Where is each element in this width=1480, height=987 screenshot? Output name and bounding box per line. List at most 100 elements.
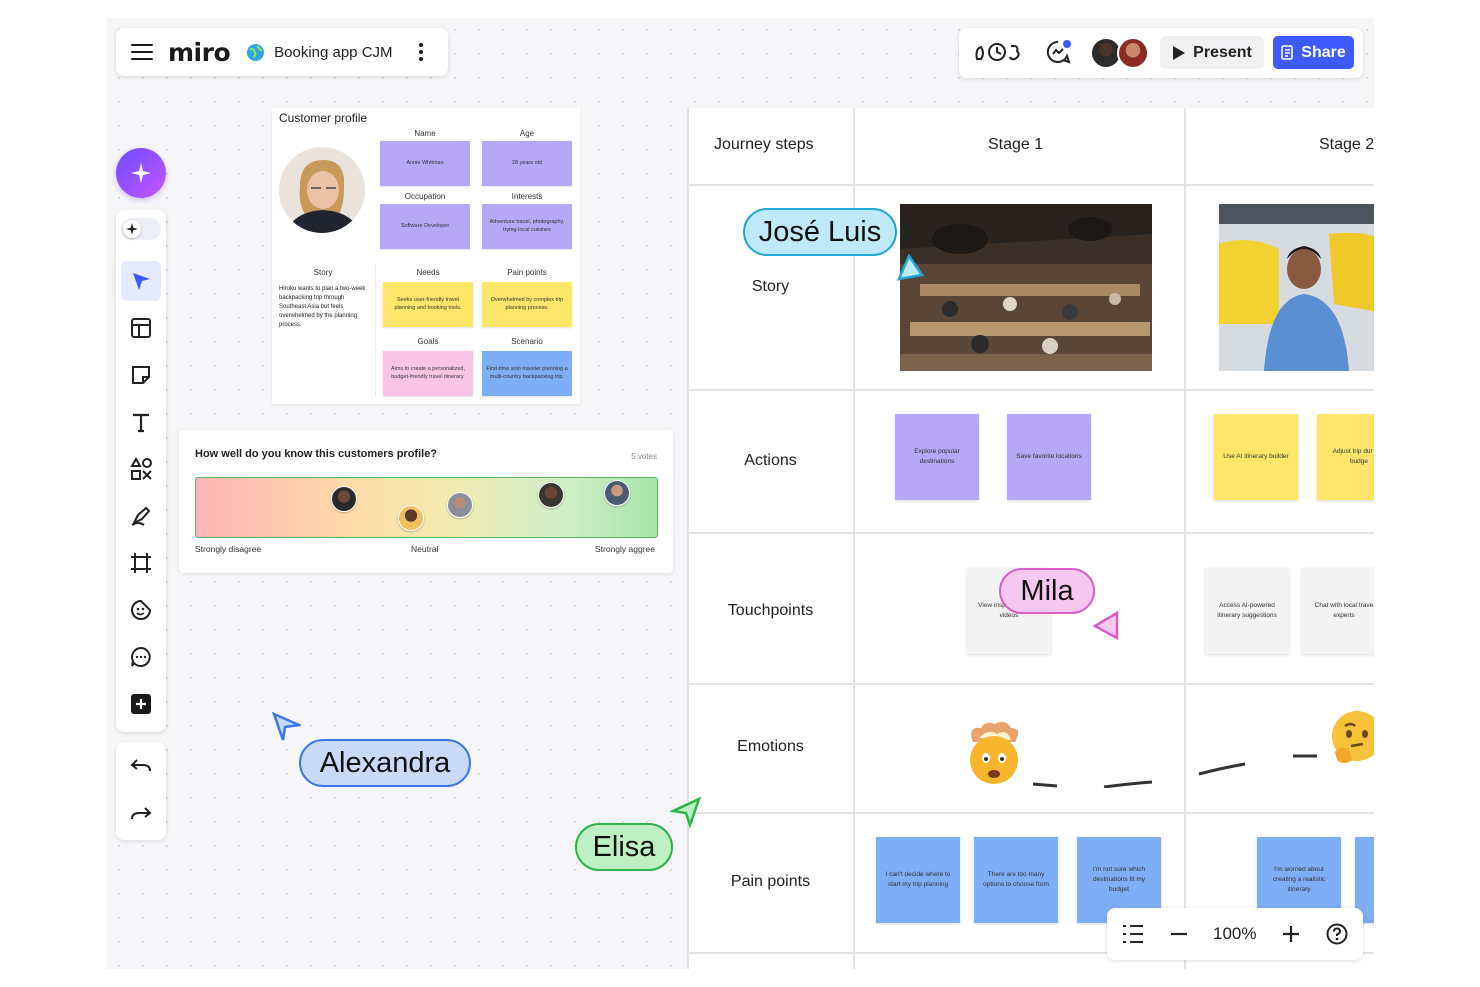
pen-icon	[131, 506, 151, 526]
sparkle-icon	[131, 163, 151, 183]
voter-avatar	[538, 482, 564, 508]
customer-profile-card[interactable]: Customer profile Name Annie Whitman Age …	[272, 108, 580, 404]
board-title[interactable]: Booking app CJM	[274, 43, 393, 61]
needs-label: Needs	[416, 268, 440, 277]
pen-tool[interactable]	[121, 496, 161, 536]
play-icon	[1173, 45, 1186, 60]
sticky-note[interactable]: First-time solo traveler planning a mult…	[482, 351, 572, 396]
reactions-icon[interactable]	[973, 39, 1023, 65]
history-toolbar	[116, 742, 166, 840]
voter-avatar	[604, 480, 630, 506]
text-icon	[133, 413, 149, 433]
voter-avatar	[398, 505, 424, 531]
scale-mid-label: Neutral	[411, 544, 439, 554]
cursor-arrow-icon	[133, 273, 150, 290]
redo-button[interactable]	[121, 794, 161, 834]
field-label: Age	[519, 129, 535, 138]
poll-votes: 5 votes	[631, 452, 657, 461]
stickers-tool[interactable]	[121, 590, 161, 630]
action-sticky[interactable]: Use AI itinerary builder	[1214, 414, 1298, 500]
cursor-pointer-icon	[1092, 610, 1119, 640]
zoom-level[interactable]: 100%	[1213, 924, 1257, 943]
goals-label: Goals	[417, 337, 439, 346]
sticky-note[interactable]: Adventure travel, photography, trying lo…	[482, 204, 572, 249]
sticky-note[interactable]: Software Developer	[380, 204, 470, 249]
sticky-note[interactable]: 28 years old	[482, 141, 572, 186]
zoom-controls: 100%	[1107, 908, 1363, 960]
action-sticky[interactable]: Save favorite locations	[1007, 414, 1091, 500]
help-icon[interactable]	[1326, 923, 1348, 945]
row-label-emotions: Emotions	[737, 738, 804, 755]
zoom-out-icon[interactable]	[1169, 924, 1189, 944]
cursor-label-jose-luis: José Luis	[743, 208, 897, 256]
comments-activity-icon[interactable]	[1045, 39, 1073, 67]
profile-photo	[279, 147, 365, 233]
collab-bar: Present Share	[959, 28, 1363, 78]
stage-header[interactable]: Stage 1	[988, 136, 1044, 153]
undo-icon	[130, 759, 151, 772]
more-options-icon[interactable]	[418, 40, 423, 64]
undo-button[interactable]	[121, 746, 161, 786]
story-text: Hiroku wants to plan a two-week backpack…	[279, 286, 366, 328]
touchpoint-sticky[interactable]: Access AI-powered itinerary suggestions	[1205, 568, 1289, 654]
frame-tool[interactable]	[121, 543, 161, 583]
cafe-photo[interactable]	[900, 204, 1152, 371]
grid-line	[853, 108, 855, 969]
cursor-pointer-icon	[670, 796, 702, 828]
sticky-note[interactable]: Seeks user-friendly travel planning and …	[383, 282, 473, 327]
sticky-note-icon	[132, 366, 150, 384]
voter-avatar	[447, 492, 473, 518]
sticky-note-tool[interactable]	[121, 355, 161, 395]
action-sticky[interactable]: Adjust trip dur and budge	[1317, 414, 1374, 500]
pain-sticky[interactable]: There are too many options to choose fro…	[974, 837, 1058, 923]
zoom-in-icon[interactable]	[1281, 924, 1301, 944]
sticky-note[interactable]: Aims to create a personalized, budget-fr…	[383, 351, 473, 396]
exploding-head-emoji	[970, 721, 1019, 784]
poll-scale[interactable]	[195, 477, 658, 538]
worker-photo[interactable]	[1219, 204, 1374, 371]
share-button[interactable]: Share	[1273, 36, 1354, 69]
cursor-label-alexandra: Alexandra	[299, 739, 471, 787]
touchpoint-sticky[interactable]: Chat with local trave experts	[1302, 568, 1374, 654]
present-button[interactable]: Present	[1160, 36, 1264, 69]
board-header: miro Booking app CJM	[116, 28, 448, 76]
avatar[interactable]	[1117, 37, 1149, 69]
poll-question: How well do you know this customers prof…	[195, 448, 438, 460]
cursor-pointer-icon	[271, 711, 301, 741]
frame-icon	[131, 553, 151, 573]
comment-icon	[131, 646, 151, 667]
present-label: Present	[1193, 43, 1252, 61]
text-tool[interactable]	[121, 402, 161, 442]
pain-sticky[interactable]: I can't decide where to start my trip pl…	[876, 837, 960, 923]
shapes-icon	[130, 457, 152, 480]
grid-line	[687, 952, 1374, 954]
corner-header: Journey steps	[714, 136, 814, 153]
comment-tool[interactable]	[121, 637, 161, 677]
pains-label: Pain points	[507, 268, 547, 277]
ai-toggle[interactable]	[121, 218, 161, 240]
shapes-tool[interactable]	[121, 449, 161, 489]
select-tool[interactable]	[121, 261, 161, 301]
stage-header[interactable]: Stage 2	[1319, 136, 1374, 153]
share-icon	[1281, 45, 1294, 60]
grid-line	[687, 108, 689, 969]
cursor-label-elisa: Elisa	[575, 823, 673, 871]
redo-icon	[131, 807, 152, 820]
creation-toolbar	[116, 210, 166, 732]
ai-assistant-button[interactable]	[116, 148, 166, 198]
templates-tool[interactable]	[121, 308, 161, 348]
sticky-note[interactable]: Overwhelmed by complex trip planning pro…	[482, 282, 572, 327]
scale-high-label: Strongly aggree	[594, 544, 655, 554]
poll-widget[interactable]: How well do you know this customers prof…	[179, 430, 673, 573]
menu-icon[interactable]	[131, 39, 153, 65]
sticky-note[interactable]: Annie Whitman	[380, 141, 470, 186]
miro-logo: miro	[168, 37, 231, 67]
more-tools-button[interactable]	[121, 684, 161, 724]
profile-title: Customer profile	[279, 111, 368, 125]
board-canvas[interactable]: miro Booking app CJM Present Share	[107, 18, 1374, 969]
scale-low-label: Strongly disagree	[195, 544, 262, 554]
list-icon[interactable]	[1122, 924, 1144, 944]
pain-sticky[interactable]: It	[1355, 837, 1374, 923]
action-sticky[interactable]: Explore popular destinations	[895, 414, 979, 500]
emotion-curve	[1032, 754, 1317, 788]
